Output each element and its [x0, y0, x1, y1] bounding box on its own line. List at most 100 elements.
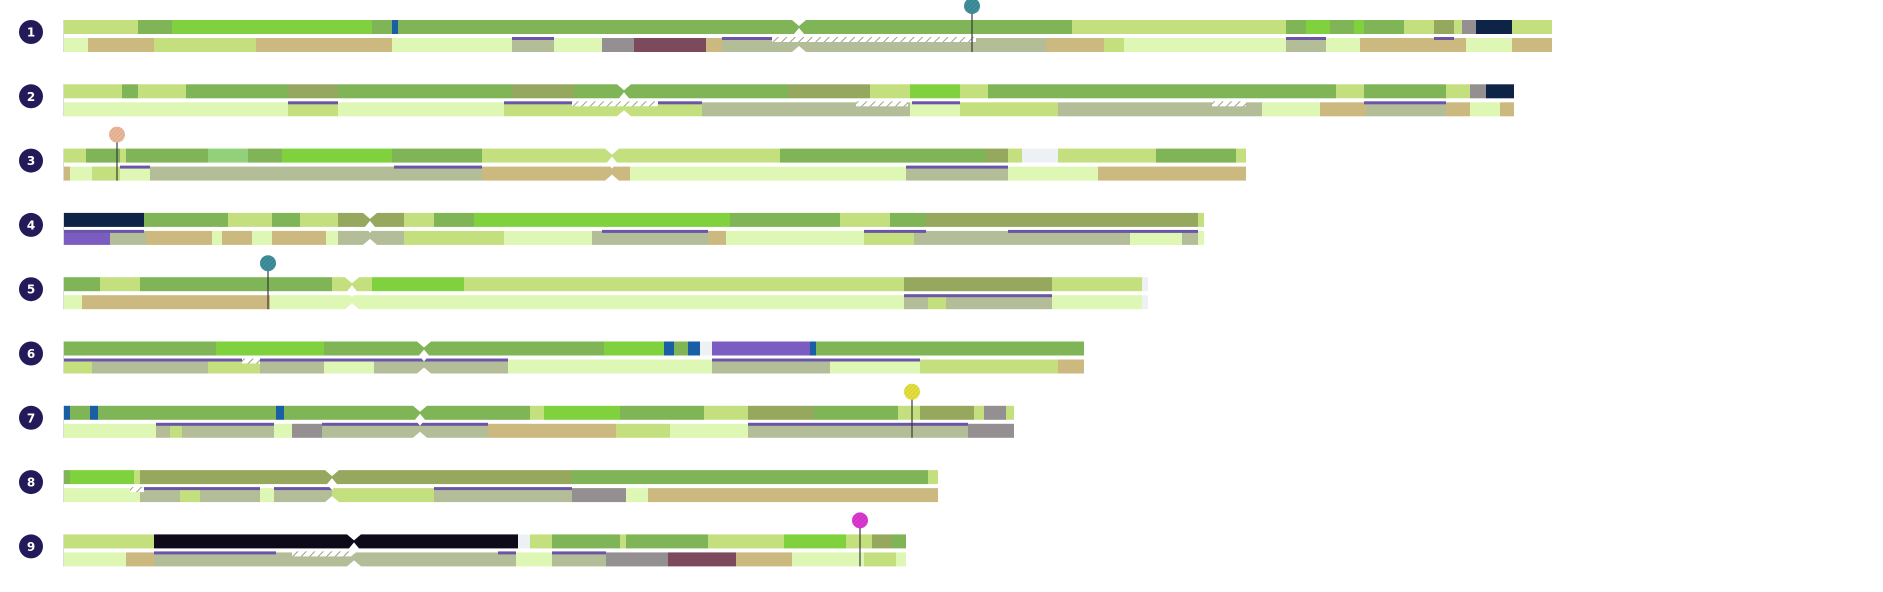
top-track-band	[700, 341, 712, 356]
segment-stripe	[712, 358, 920, 362]
marker-pin[interactable]	[964, 0, 980, 14]
top-track-band	[372, 20, 392, 34]
bottom-track-band	[200, 488, 260, 503]
top-track-band	[64, 20, 138, 34]
top-track-band	[620, 405, 704, 420]
bottom-track-band	[920, 359, 1058, 374]
top-track-band	[572, 470, 648, 485]
top-track-band	[928, 470, 938, 485]
bottom-track-band	[64, 423, 156, 438]
segment-stripe	[288, 101, 338, 105]
marker-pin[interactable]	[260, 255, 276, 272]
top-track-band	[100, 277, 140, 292]
marker-pin[interactable]	[904, 383, 920, 400]
chromosome-row[interactable]: 2	[19, 78, 1514, 123]
top-track-band	[300, 212, 308, 227]
chromosome-start	[63, 212, 64, 245]
marker-pin[interactable]	[852, 512, 868, 529]
centromere-notch	[413, 399, 427, 412]
top-track-band	[872, 534, 892, 549]
top-track-band	[474, 212, 602, 227]
top-track-band	[1198, 212, 1204, 227]
bottom-track-band	[706, 38, 722, 52]
chromosome-row[interactable]: 3	[19, 126, 1246, 187]
bottom-track-band	[110, 230, 146, 245]
chromosome-label: 4	[27, 218, 35, 232]
chromosome-row[interactable]: 6	[19, 335, 1084, 380]
bottom-track-band	[616, 423, 670, 438]
top-track-band	[144, 212, 228, 227]
top-track-band	[154, 534, 354, 549]
top-track-band	[620, 534, 626, 549]
segment-stripe	[864, 229, 926, 233]
chromosome-row[interactable]: 5	[19, 255, 1148, 316]
top-track-band	[288, 84, 338, 99]
chromosome-badge[interactable]	[19, 341, 43, 366]
bottom-track-band	[712, 359, 830, 374]
top-track-band	[748, 405, 814, 420]
top-track-band	[352, 277, 372, 292]
segment-stripe	[120, 165, 150, 169]
top-track-band	[626, 534, 708, 549]
bottom-track-band	[906, 166, 1008, 181]
centromere-notch	[365, 220, 375, 233]
chromosome-badge[interactable]	[19, 20, 43, 44]
top-track-band	[354, 534, 518, 549]
top-track-band	[208, 148, 248, 163]
chromosome-start	[63, 148, 64, 181]
bottom-track-band	[482, 166, 612, 181]
top-track-band	[482, 148, 612, 163]
chromosome-badge[interactable]	[19, 470, 43, 495]
bottom-track-band	[260, 488, 274, 503]
marker-pin[interactable]	[109, 126, 125, 143]
bottom-track-band	[630, 166, 906, 181]
top-track-band	[988, 84, 1336, 99]
top-track-band	[338, 212, 370, 227]
top-track-band	[602, 212, 730, 227]
bottom-track-band	[1434, 38, 1466, 52]
bottom-track-band	[668, 552, 736, 567]
bottom-track-band	[1104, 38, 1124, 52]
top-track-band	[186, 84, 288, 99]
bottom-track-band	[332, 488, 434, 503]
chromosome-row[interactable]: 1	[19, 0, 1552, 58]
top-track-band	[332, 470, 572, 485]
chromosome-badge[interactable]	[19, 405, 43, 430]
bottom-track-band	[508, 359, 712, 374]
segment-stripe	[274, 487, 332, 491]
segment-stripe	[602, 229, 708, 233]
top-track-band	[392, 148, 482, 163]
bottom-track-band	[516, 552, 552, 567]
bottom-track-band	[354, 552, 516, 567]
top-track-band	[1022, 148, 1058, 163]
bottom-track-band	[64, 102, 288, 117]
chromosome-badge[interactable]	[19, 148, 43, 173]
top-track-band	[1072, 20, 1286, 34]
centromere-notch	[417, 335, 431, 348]
centromere-notch	[619, 92, 629, 105]
chromosome-badge[interactable]	[19, 84, 43, 109]
top-track-band	[1512, 20, 1552, 34]
chromosome-badge[interactable]	[19, 534, 43, 559]
chromosome-row[interactable]: 9	[19, 512, 906, 573]
top-track-band	[172, 20, 372, 34]
top-track-band	[1470, 84, 1486, 99]
bottom-track-band	[212, 230, 222, 245]
bottom-track-band	[736, 552, 792, 567]
chromosome-row[interactable]: 8	[19, 464, 938, 509]
chromosome-badge[interactable]	[19, 277, 43, 302]
chromosome-row[interactable]: 7	[19, 383, 1014, 444]
top-track-band	[122, 84, 138, 99]
top-track-band	[1236, 148, 1246, 163]
bottom-track-band	[154, 552, 276, 567]
bottom-track-band	[150, 166, 250, 181]
chromosome-badge[interactable]	[19, 212, 43, 237]
chromosome-row[interactable]: 4	[19, 206, 1204, 251]
bottom-track-band	[338, 230, 404, 245]
top-track-band	[672, 84, 788, 99]
top-track-band	[64, 212, 144, 227]
top-track-band	[920, 405, 974, 420]
top-track-band	[276, 405, 284, 420]
bottom-track-band	[274, 488, 332, 503]
